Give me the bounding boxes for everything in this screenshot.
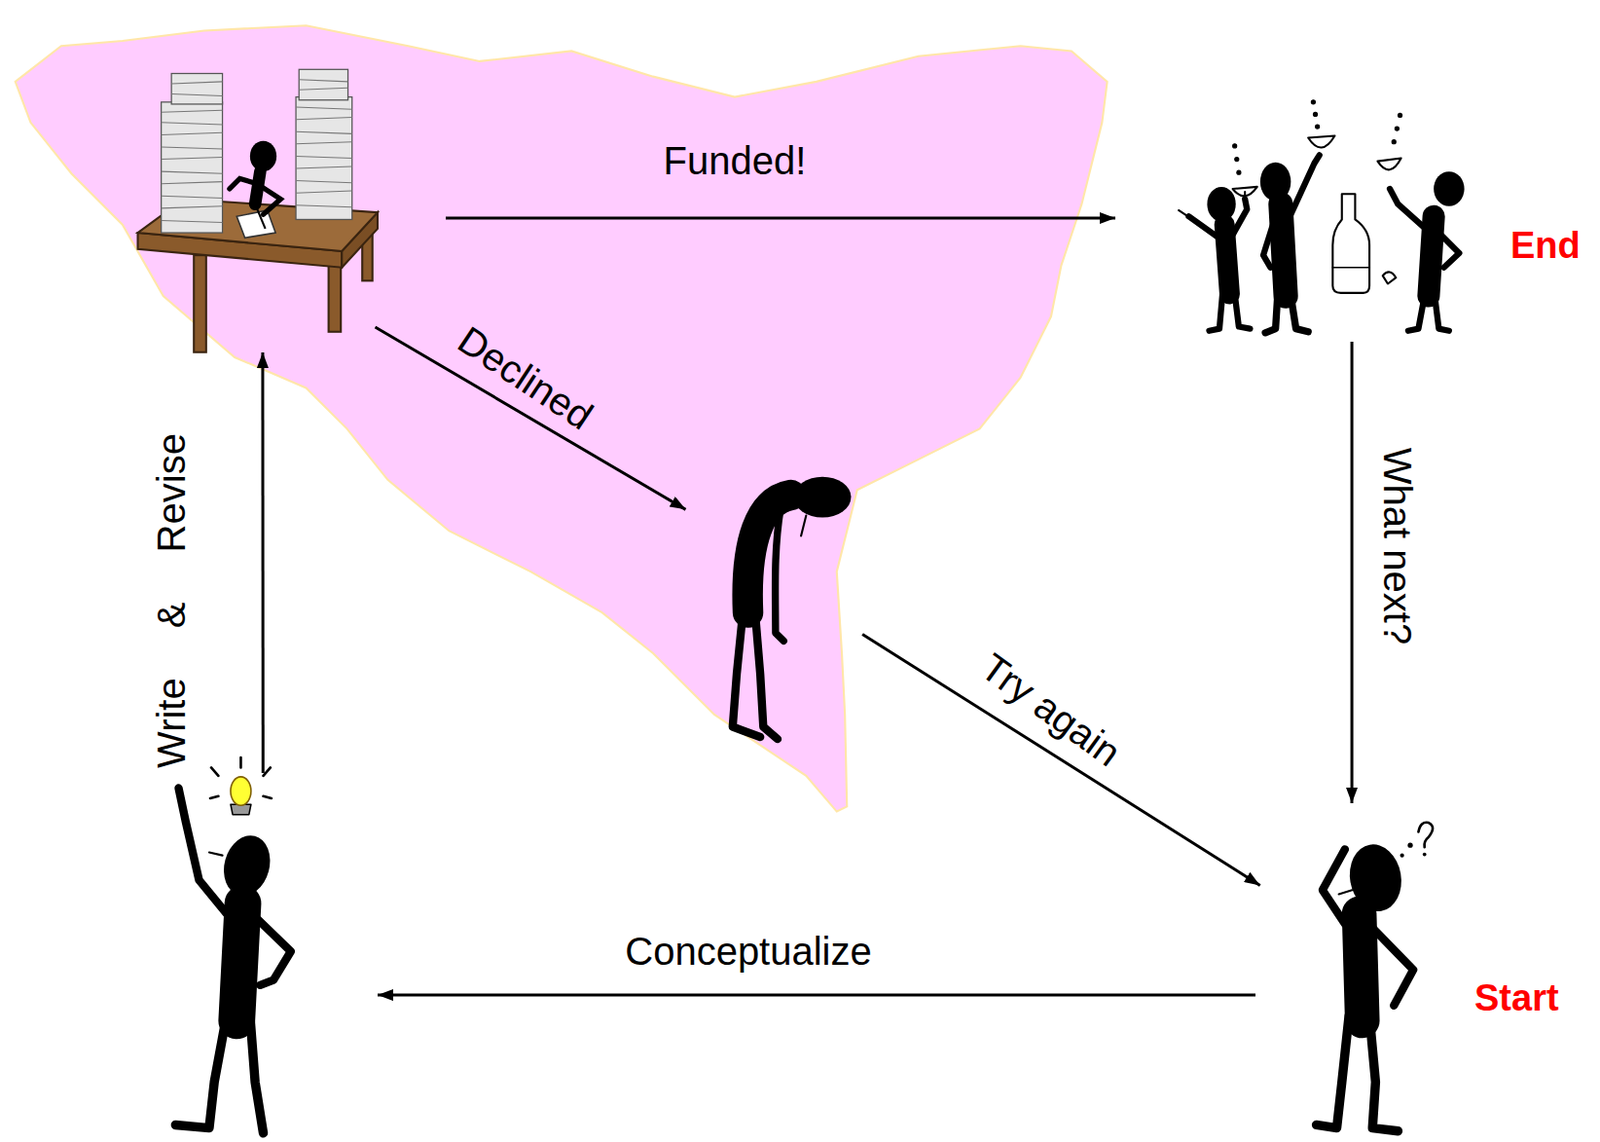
sad-figure	[732, 476, 852, 739]
flow-arrow	[377, 993, 1256, 997]
flow-arrow	[445, 217, 1116, 220]
stage-label: End	[1510, 226, 1581, 264]
flow-arrow	[1350, 341, 1354, 803]
figure-node: End	[1167, 95, 1472, 334]
edge-label: Write & Revise	[149, 433, 193, 768]
thinking-figure	[1316, 822, 1434, 1131]
figure-node: Start	[1301, 821, 1424, 1135]
flow-arrow	[260, 352, 264, 773]
stage-label: Start	[1474, 979, 1560, 1017]
flow-arrow	[862, 633, 1261, 885]
pink-region	[15, 25, 1108, 811]
party-picture	[1178, 100, 1465, 333]
figure-node	[138, 71, 378, 353]
desk-picture	[138, 69, 378, 352]
figure-node	[719, 474, 853, 746]
edge-label: Funded!	[663, 139, 807, 182]
figure-node	[163, 750, 302, 1136]
edge-label: What next?	[1376, 447, 1419, 645]
idea-figure	[175, 757, 291, 1133]
edge-label: Conceptualize	[624, 929, 873, 973]
